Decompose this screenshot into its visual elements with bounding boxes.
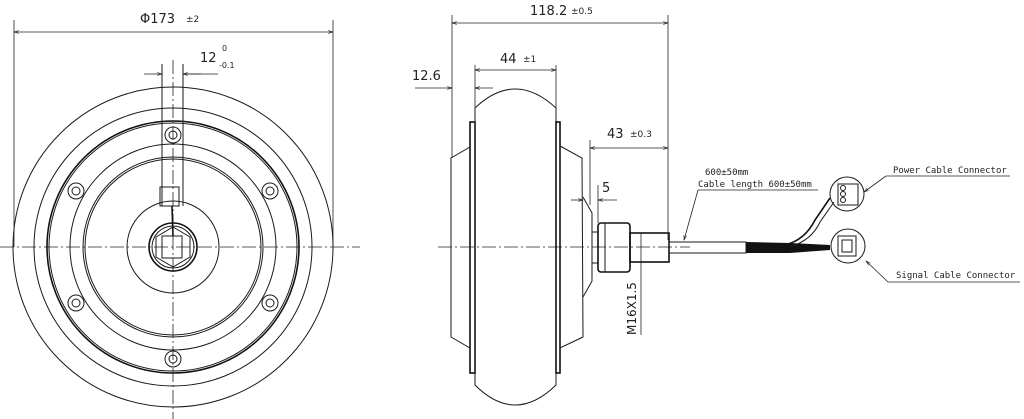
cable-assembly: 600±50mm Cable length 600±50mm Power Cab… (668, 166, 1020, 283)
signal-connector-slot (841, 239, 853, 253)
internal-wire (171, 205, 174, 237)
front-view: Φ173 ±2 12 0 -0.1 (0, 12, 360, 419)
axle-nut (597, 222, 631, 273)
bolt-hole (261, 182, 279, 200)
bolt-hole (168, 354, 178, 364)
power-wire-outline (789, 201, 835, 248)
threaded-axle (629, 232, 670, 263)
small-connector (159, 186, 180, 207)
overall-width-tol: ±0.5 (571, 7, 593, 17)
bolt-hole (168, 130, 178, 140)
right-hub-cover (559, 145, 584, 349)
axle-length-label: 43 (607, 127, 624, 142)
tire-width-label: 44 (500, 52, 517, 67)
cover-inner-circle (82, 156, 264, 338)
cable-sheath (668, 241, 747, 254)
power-pin-2 (840, 191, 846, 197)
bolt-hole (164, 350, 182, 368)
signal-leader (866, 261, 889, 283)
cable-leader (683, 189, 699, 240)
bolt-hole (67, 182, 85, 200)
step-label: 5 (602, 181, 610, 196)
power-pin-3 (840, 197, 846, 203)
side-view: M16X1.5 118.2 ±0.5 44 ±1 12.6 43 ±0.3 5 (412, 4, 690, 406)
hub-circle (126, 200, 220, 294)
rim-circle-inner (48, 122, 298, 372)
tire-inner-circle (33, 107, 313, 387)
cable-length-short: 600±50mm (705, 168, 748, 178)
bolt-hole (265, 298, 275, 308)
right-rim (555, 121, 561, 374)
signal-connector-label: Signal Cable Connector (896, 271, 1016, 281)
bolt-holes (67, 126, 279, 368)
overall-width-label: 118.2 (530, 4, 567, 19)
axle-washer (591, 231, 599, 264)
power-connector-detail (829, 176, 865, 212)
axle-length-tol: ±0.3 (630, 130, 652, 140)
signal-connector-detail (830, 228, 866, 264)
rim-circle (46, 120, 300, 374)
tire-profile (474, 88, 557, 406)
cover-circle (69, 143, 277, 351)
thread-label: M16X1.5 (625, 282, 639, 335)
bolt-hole (261, 294, 279, 312)
left-rim (469, 121, 476, 374)
left-hub-cover (450, 146, 471, 349)
power-leader (864, 175, 887, 192)
shaft-width-label: 12 (200, 51, 217, 66)
cable-wires (746, 242, 830, 253)
bolt-hole (265, 186, 275, 196)
diameter-tol: ±2 (186, 15, 199, 25)
bolt-hole (71, 186, 81, 196)
bolt-hole (71, 298, 81, 308)
bolt-hole (164, 126, 182, 144)
bolt-hole (67, 294, 85, 312)
offset-label: 12.6 (412, 69, 441, 84)
power-connector-body (837, 183, 859, 206)
power-connector-label: Power Cable Connector (893, 166, 1007, 176)
shaft-tol-upper: 0 (222, 44, 227, 53)
tire-width-tol: ±1 (523, 55, 536, 65)
connector-face (161, 235, 183, 259)
cable-length-label: Cable length 600±50mm (698, 180, 812, 190)
diameter-label: Φ173 (140, 12, 175, 27)
shaft-tol-lower: -0.1 (219, 61, 235, 70)
hex-nut (155, 226, 191, 268)
signal-connector-body (837, 235, 857, 257)
cover-inner-circle-2 (84, 158, 262, 336)
power-wire (784, 197, 831, 246)
power-pin-1 (840, 185, 846, 191)
